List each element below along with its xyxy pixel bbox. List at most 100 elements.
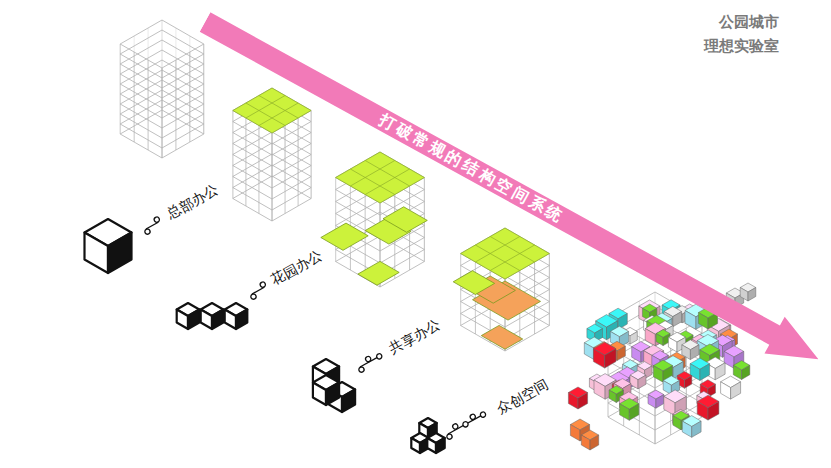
glyph-dot — [479, 411, 486, 418]
floor-outline — [233, 165, 311, 210]
glyph-dot — [358, 366, 365, 373]
block-face — [748, 288, 756, 302]
block-face — [740, 288, 748, 302]
arrow-band: 打破常规的结构空间系统 — [194, 3, 829, 379]
floor-outline — [608, 320, 702, 374]
frame-line — [162, 68, 163, 158]
glyph-dot — [469, 413, 476, 420]
block-face — [584, 343, 594, 360]
cube-icon — [177, 303, 200, 329]
category-label: 总部办公 — [164, 180, 222, 223]
floor-plate — [481, 325, 522, 349]
floor-outline — [608, 376, 702, 430]
frame-line — [162, 68, 163, 158]
block-face — [578, 393, 588, 410]
block-face — [620, 404, 630, 421]
glyph-dot — [365, 356, 372, 363]
block-face — [638, 375, 646, 389]
link-glyph — [141, 216, 163, 235]
cube-face — [85, 233, 109, 274]
frame-line — [203, 44, 204, 134]
block-face — [570, 425, 580, 442]
frame-line — [475, 237, 519, 263]
cube-icon — [313, 375, 339, 405]
block-face — [630, 332, 637, 345]
watermark: 公园城市 — [719, 12, 779, 32]
floor-outline — [233, 154, 311, 199]
block-face — [700, 364, 710, 381]
frame-line — [120, 44, 121, 134]
space-block — [733, 361, 750, 380]
space-block — [620, 398, 639, 420]
cube-face — [436, 438, 445, 453]
block-face — [721, 382, 731, 399]
link-glyph — [247, 281, 269, 300]
frame-line — [259, 96, 298, 119]
floor-plate — [383, 207, 427, 233]
block-face — [594, 380, 605, 399]
space-block — [740, 283, 756, 301]
link-glyph — [355, 350, 384, 373]
block-face — [632, 347, 641, 363]
cube-face — [411, 438, 420, 453]
cube-face — [201, 310, 212, 330]
floor-outline — [608, 390, 702, 444]
block-face — [656, 334, 663, 346]
floor-outline — [120, 110, 204, 158]
block-face — [605, 349, 616, 368]
floor-outline — [233, 176, 311, 221]
block-face — [708, 401, 719, 420]
glyph-dot — [259, 281, 266, 288]
frame-line — [350, 169, 394, 195]
glyph-dot — [153, 216, 160, 223]
building — [321, 152, 428, 287]
frame-line — [490, 237, 534, 263]
cube-icon — [201, 303, 224, 329]
cube-icon — [427, 433, 444, 453]
block-face — [733, 365, 741, 379]
cube-face — [326, 383, 339, 406]
frame-line — [475, 245, 519, 271]
roof-garden — [233, 88, 311, 133]
block-face — [645, 329, 655, 346]
cube-face — [177, 310, 188, 330]
cube-face — [212, 310, 223, 330]
frame-line — [490, 245, 534, 271]
cube-icon — [85, 219, 132, 273]
floor-outline — [233, 88, 311, 133]
block-face — [682, 421, 691, 437]
space-block — [593, 342, 616, 368]
cube-face — [427, 438, 436, 453]
cube-face — [108, 233, 132, 274]
watermark: 理想实验室 — [704, 36, 779, 56]
glyph-dot — [462, 421, 469, 428]
block-face — [664, 396, 675, 415]
block-face — [629, 404, 639, 421]
link-glyph — [443, 408, 488, 440]
block-face — [731, 382, 741, 399]
floor-outline — [233, 143, 311, 188]
space-block — [630, 371, 646, 389]
block-face — [685, 376, 692, 389]
band-arrow — [195, 4, 829, 378]
block-face — [742, 365, 750, 379]
building — [233, 88, 311, 221]
space-block — [697, 395, 719, 420]
block-face — [697, 401, 708, 420]
floor-outline — [233, 132, 311, 177]
glyph-dot — [452, 423, 459, 430]
block-face — [715, 363, 725, 380]
frame-line — [246, 103, 285, 126]
block-face — [724, 351, 734, 368]
block-face — [648, 395, 656, 409]
cube-face — [225, 310, 236, 330]
frame-line — [175, 60, 176, 150]
glyph-dot — [144, 228, 151, 235]
category-label: 花园办公 — [268, 246, 326, 289]
block-face — [581, 435, 590, 450]
space-block — [568, 387, 587, 409]
glyph-line — [360, 356, 379, 367]
cube-icon — [225, 303, 248, 329]
floor-plate — [321, 223, 368, 250]
